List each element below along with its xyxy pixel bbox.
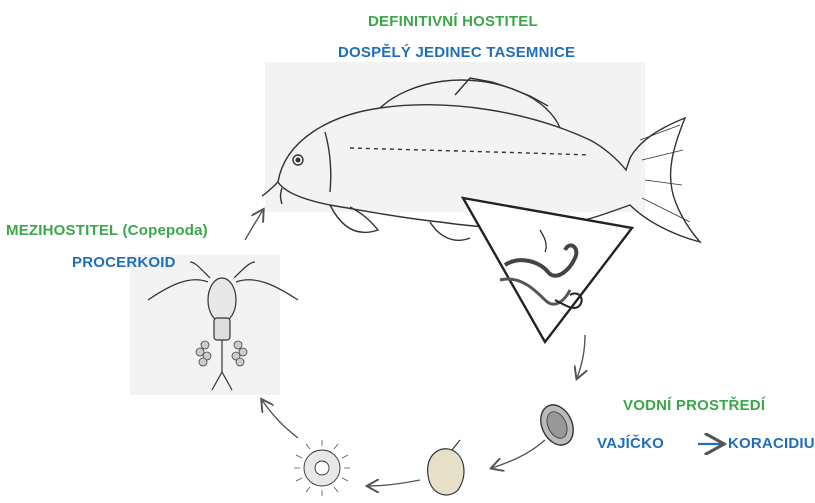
- arrow-egg-to-coracidium: [492, 440, 545, 468]
- arrow-fish-to-egg: [577, 335, 585, 378]
- fish-panel: [265, 62, 645, 212]
- copepod-panel: [130, 255, 280, 395]
- arrow-coracidium-to-larva: [368, 480, 420, 486]
- intermediate-host-stage: PROCERKOID: [72, 254, 176, 271]
- definitive-host-title: DEFINITIVNÍ HOSTITEL: [368, 13, 538, 30]
- definitive-host-stage: DOSPĚLÝ JEDINEC TASEMNICE: [338, 44, 575, 61]
- coracidium-small-icon: [428, 440, 464, 495]
- water-environment-title: VODNÍ PROSTŘEDÍ: [623, 397, 765, 414]
- intermediate-host-title: MEZIHOSTITEL (Copepoda): [6, 222, 208, 239]
- arrow-copepod-to-fish: [245, 210, 263, 240]
- water-stage-coracidium: KORACIDIUM: [728, 435, 815, 452]
- arrow-larva-to-copepod: [262, 400, 298, 438]
- coracidium-icon: [294, 440, 350, 496]
- tapeworm-inset-icon: [463, 198, 632, 342]
- water-stage-egg: VAJÍČKO: [597, 435, 664, 452]
